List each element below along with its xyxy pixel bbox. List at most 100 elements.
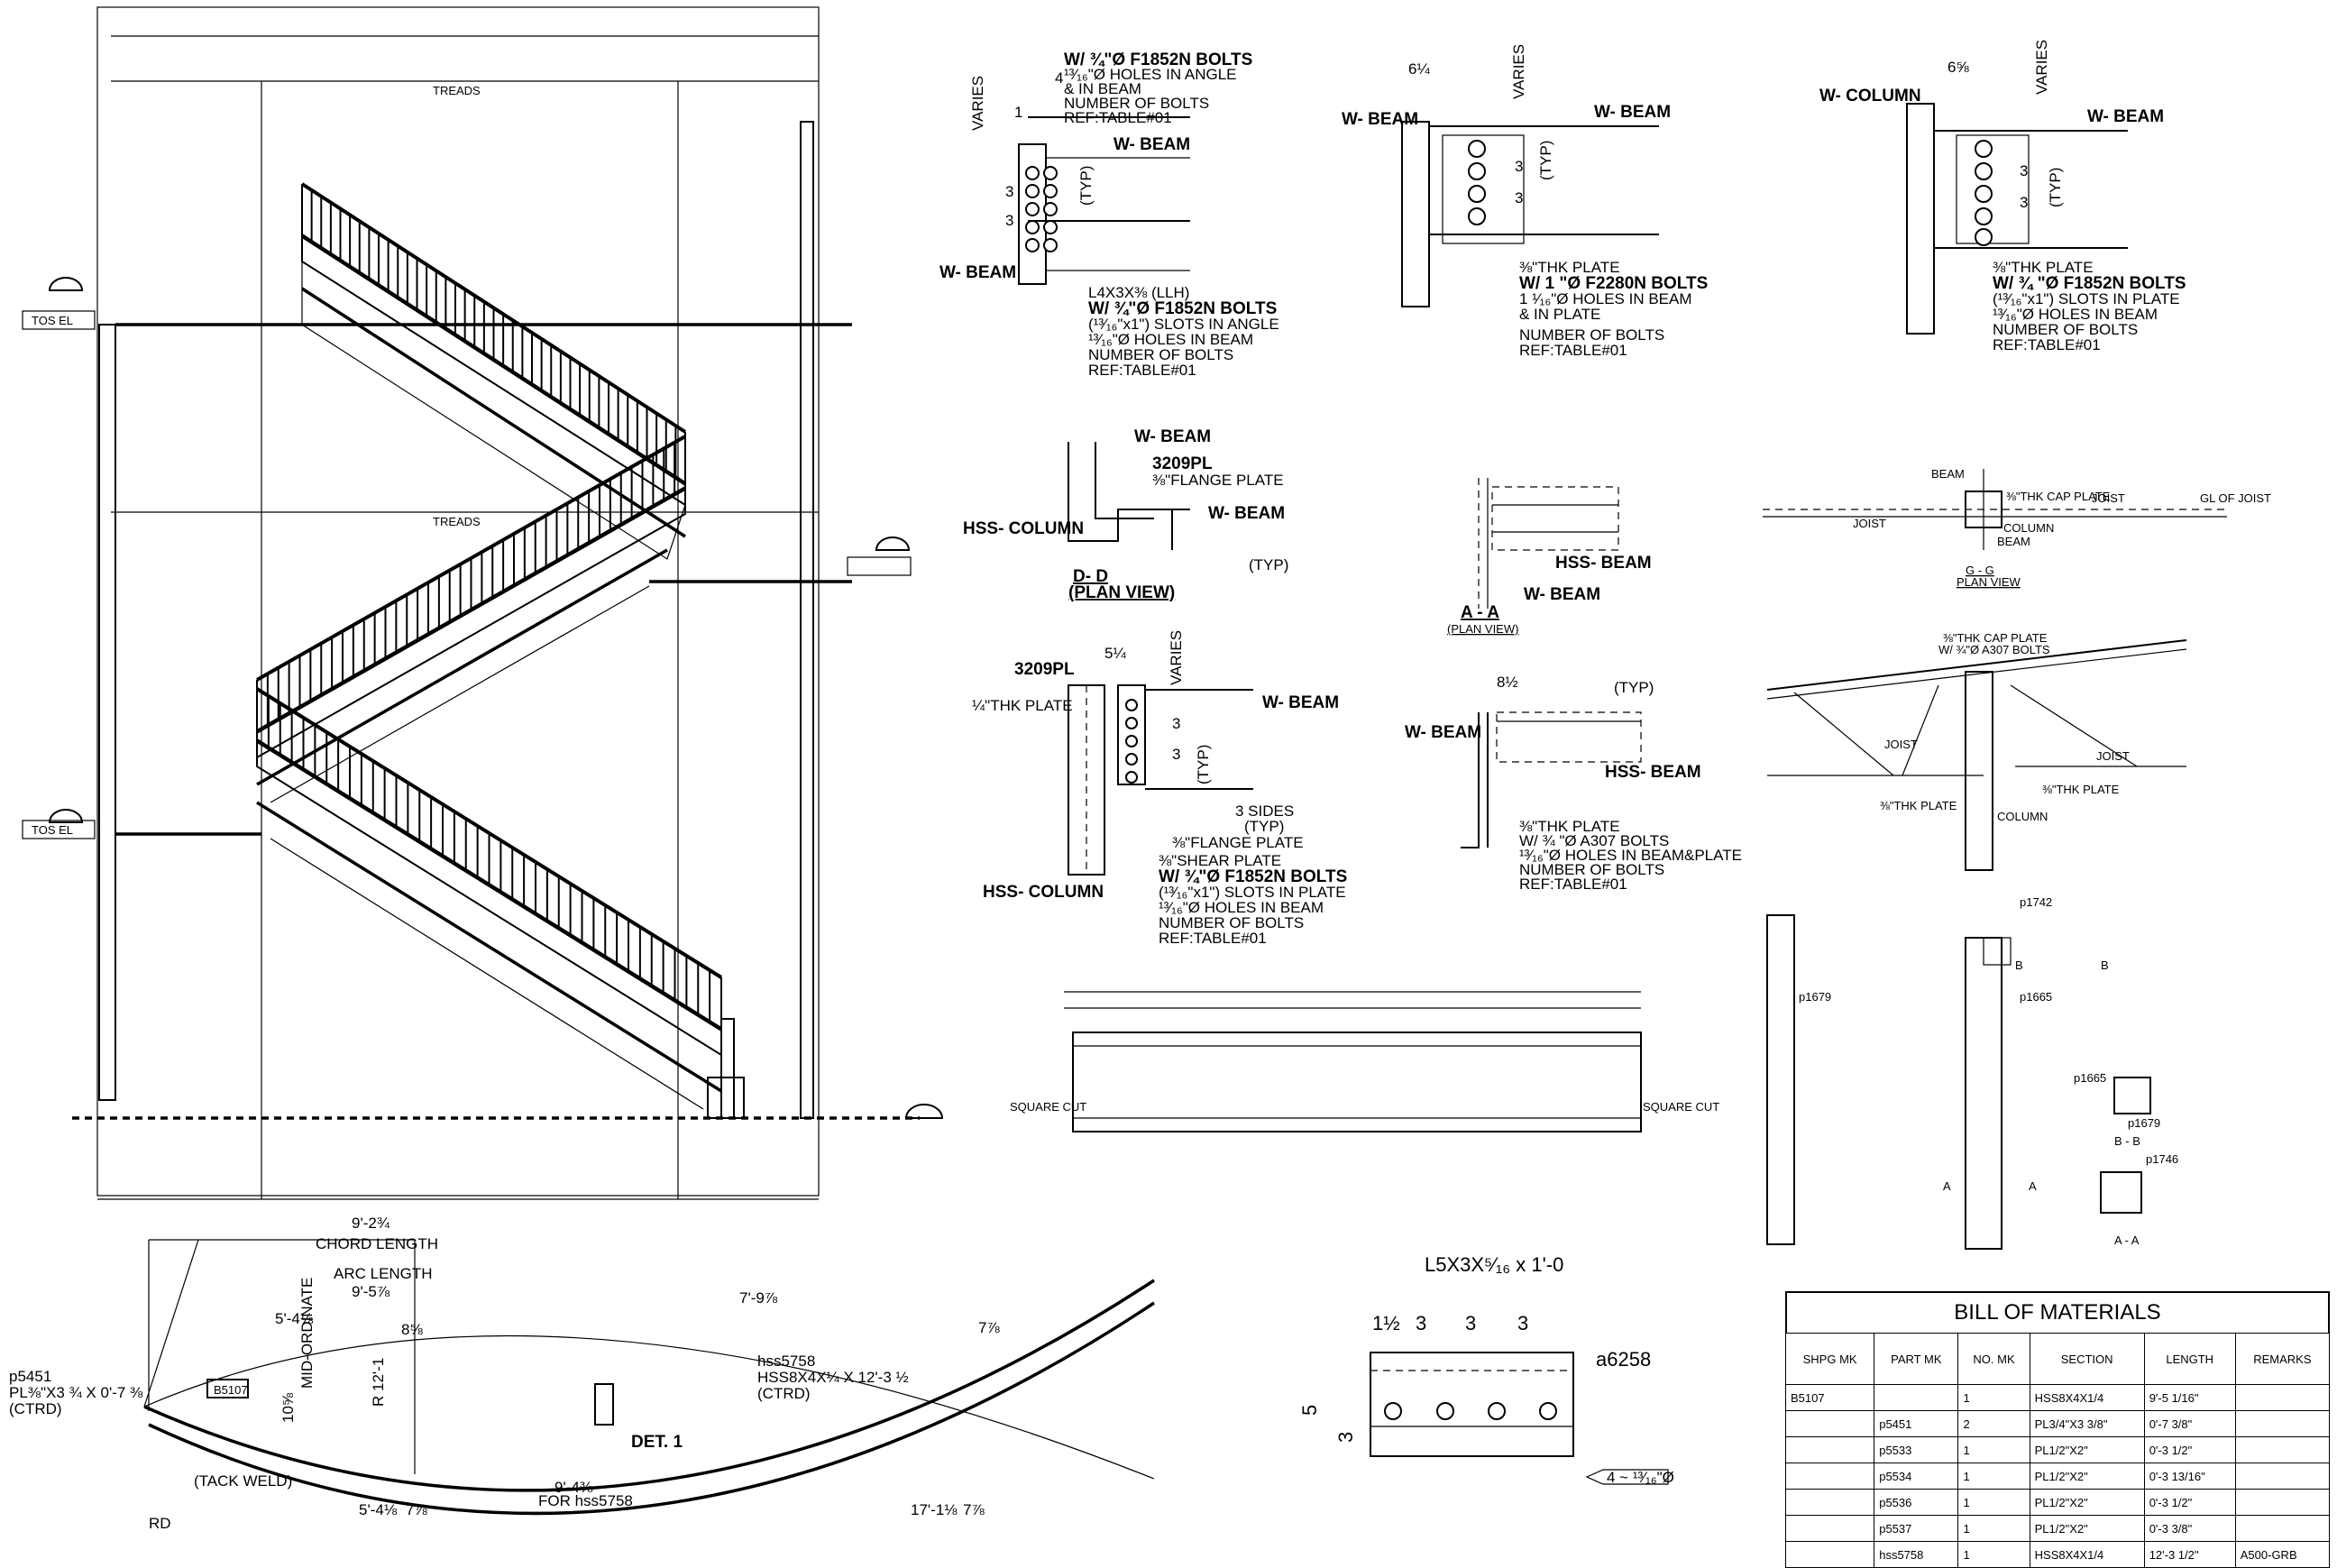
svg-text:A: A: [1943, 1179, 1951, 1193]
svg-text:ARC LENGTH: ARC LENGTH: [334, 1265, 433, 1282]
bom-cell: 9'-5 1/16": [2143, 1384, 2236, 1411]
svg-text:VARIES: VARIES: [1510, 44, 1527, 99]
svg-text:NUMBER OF BOLTS: NUMBER OF BOLTS: [1519, 861, 1664, 878]
svg-text:G - G: G - G: [1966, 564, 1994, 577]
svg-text:(CTRD): (CTRD): [757, 1385, 811, 1402]
svg-text:(¹³⁄₁₆"x1") SLOTS IN PLATE: (¹³⁄₁₆"x1") SLOTS IN PLATE: [1159, 884, 1346, 901]
svg-text:⅜"THK PLATE: ⅜"THK PLATE: [2042, 783, 2120, 796]
svg-text:W- COLUMN: W- COLUMN: [1819, 87, 1921, 105]
svg-text:FOR hss5758: FOR hss5758: [538, 1492, 633, 1509]
svg-text:HSS- COLUMN: HSS- COLUMN: [963, 519, 1084, 538]
bom-cell: [2234, 1515, 2331, 1542]
bom-cell: 1: [1957, 1541, 2030, 1568]
bom-cell: 1: [1957, 1463, 2030, 1490]
svg-text:⅜"THK PLATE: ⅜"THK PLATE: [1993, 259, 2094, 276]
bom-cell: [1874, 1384, 1959, 1411]
svg-text:NUMBER OF BOLTS: NUMBER OF BOLTS: [1088, 346, 1233, 363]
bom-cell: [2234, 1410, 2331, 1437]
bom-cell: 2: [1957, 1410, 2030, 1437]
bom-cell: 1: [1957, 1489, 2030, 1516]
svg-text:6⅝: 6⅝: [1948, 59, 1969, 76]
svg-text:p1665: p1665: [2074, 1071, 2106, 1085]
svg-text:W- BEAM: W- BEAM: [2087, 107, 2164, 126]
svg-text:p1679: p1679: [1799, 990, 1831, 1004]
bom-cell: A500-GRB: [2234, 1541, 2331, 1568]
table-row: B5107 1 HSS8X4X1/4 9'-5 1/16": [1784, 1384, 2331, 1411]
svg-text:W- BEAM: W- BEAM: [1594, 103, 1671, 122]
svg-text:7⅞: 7⅞: [978, 1319, 1000, 1336]
svg-text:(TYP): (TYP): [1244, 818, 1284, 835]
svg-text:JOIST: JOIST: [2096, 749, 2130, 763]
svg-text:VARIES: VARIES: [2033, 40, 2050, 95]
bill-of-materials-table: BILL OF MATERIALS SHPG MK PART MK NO. MK…: [1784, 1291, 2331, 1568]
svg-text:(¹³⁄₁₆"x1") SLOTS IN PLATE: (¹³⁄₁₆"x1") SLOTS IN PLATE: [1993, 290, 2180, 307]
svg-text:REF:TABLE#01: REF:TABLE#01: [1088, 362, 1196, 379]
svg-text:SQUARE CUT: SQUARE CUT: [1643, 1100, 1719, 1114]
curved-beam: 9'-2¾ CHORD LENGTH ARC LENGTH 9'-5⅞ 5'-4…: [9, 1215, 1155, 1532]
bom-header: NO. MK: [1957, 1333, 2030, 1385]
svg-text:1 ¹⁄₁₆"Ø HOLES IN BEAM: 1 ¹⁄₁₆"Ø HOLES IN BEAM: [1519, 290, 1692, 307]
svg-text:⅜"SHEAR PLATE: ⅜"SHEAR PLATE: [1159, 852, 1281, 869]
svg-text:3: 3: [1334, 1432, 1357, 1443]
svg-text:NUMBER OF BOLTS: NUMBER OF BOLTS: [1159, 914, 1304, 931]
svg-text:RD: RD: [149, 1515, 171, 1532]
table-row: p5536 1 PL1/2"X2" 0'-3 1/2": [1784, 1489, 2331, 1516]
svg-text:D- D: D- D: [1073, 567, 1108, 586]
svg-text:17'-1⅛: 17'-1⅛: [911, 1501, 958, 1518]
detail-beam-plate: W- BEAM W- BEAM VARIES (TYP) 6¼ 3 3 ⅜"TH…: [1342, 44, 1708, 359]
svg-text:hss5758: hss5758: [757, 1353, 815, 1370]
bom-cell: p5534: [1874, 1463, 1959, 1490]
svg-text:TOS EL: TOS EL: [32, 823, 73, 837]
bom-cell: [1784, 1489, 1875, 1516]
svg-text:W- BEAM: W- BEAM: [939, 263, 1016, 282]
svg-text:⅜"THK CAP PLATE: ⅜"THK CAP PLATE: [1943, 631, 2048, 645]
svg-text:W- BEAM: W- BEAM: [1405, 723, 1481, 742]
bom-cell: [1784, 1410, 1875, 1437]
bom-cell: 1: [1957, 1515, 2030, 1542]
svg-text:L4X3X⅜ (LLH): L4X3X⅜ (LLH): [1088, 284, 1189, 301]
svg-text:3209PL: 3209PL: [1014, 660, 1075, 679]
bom-header: SHPG MK: [1784, 1333, 1875, 1385]
svg-text:p1665: p1665: [2020, 990, 2052, 1004]
level-marker-mid: TOS EL: [22, 809, 96, 839]
bom-cell: p5533: [1874, 1436, 1959, 1463]
svg-text:(TYP): (TYP): [2047, 168, 2064, 207]
angle-detail: L5X3X⁵⁄₁₆ x 1'-0 1½ 3 3 3 5 3 a6258 4 ~ …: [1298, 1253, 1674, 1486]
svg-text:W/ ¾"Ø A307 BOLTS: W/ ¾"Ø A307 BOLTS: [1938, 643, 2050, 656]
svg-text:W/ ¾"Ø F1852N BOLTS: W/ ¾"Ø F1852N BOLTS: [1159, 867, 1347, 886]
bom-cell: [2234, 1436, 2331, 1463]
svg-text:¹³⁄₁₆"Ø HOLES IN BEAM&PLATE: ¹³⁄₁₆"Ø HOLES IN BEAM&PLATE: [1519, 847, 1742, 864]
svg-text:BEAM: BEAM: [1931, 467, 1965, 481]
detail-a-a: HSS- BEAM W- BEAM A - A (PLAN VIEW): [1447, 478, 1652, 636]
stair-elevation: TOS EL TOS EL TREADS TREADS: [22, 6, 944, 1200]
svg-text:TREADS: TREADS: [433, 84, 481, 97]
svg-text:3: 3: [1172, 715, 1180, 732]
bom-cell: PL1/2"X2": [2029, 1515, 2145, 1542]
level-marker-bottom: [904, 1104, 944, 1119]
bom-header: SECTION: [2029, 1333, 2145, 1385]
svg-text:PLAN VIEW: PLAN VIEW: [1957, 575, 2021, 589]
svg-text:9'-2¾: 9'-2¾: [352, 1215, 390, 1232]
svg-text:(PLAN VIEW): (PLAN VIEW): [1447, 622, 1518, 636]
svg-text:BEAM: BEAM: [1997, 535, 2030, 548]
svg-text:W- BEAM: W- BEAM: [1342, 110, 1418, 129]
svg-text:3209PL: 3209PL: [1152, 454, 1213, 473]
bom-header: LENGTH: [2143, 1333, 2236, 1385]
svg-text:¹³⁄₁₆"Ø HOLES IN BEAM: ¹³⁄₁₆"Ø HOLES IN BEAM: [1993, 306, 2158, 323]
table-row: p5533 1 PL1/2"X2" 0'-3 1/2": [1784, 1436, 2331, 1463]
svg-text:VARIES: VARIES: [969, 76, 986, 131]
svg-text:⅜"THK PLATE: ⅜"THK PLATE: [1880, 799, 1957, 812]
svg-text:NUMBER OF BOLTS: NUMBER OF BOLTS: [1993, 321, 2138, 338]
svg-text:REF:TABLE#01: REF:TABLE#01: [1519, 876, 1627, 893]
svg-text:JOIST: JOIST: [2092, 491, 2125, 505]
stair-flight-3: [256, 738, 745, 1119]
svg-text:(TYP): (TYP): [1537, 141, 1554, 180]
bom-cell: [1784, 1541, 1875, 1568]
bom-cell: p5451: [1874, 1410, 1959, 1437]
bom-cell: PL1/2"X2": [2029, 1436, 2145, 1463]
svg-text:COLUMN: COLUMN: [2003, 521, 2054, 535]
svg-text:p1746: p1746: [2146, 1152, 2178, 1166]
svg-text:7'-9⅞: 7'-9⅞: [739, 1289, 778, 1307]
svg-text:⅜"THK CAP PLATE: ⅜"THK CAP PLATE: [2006, 490, 2111, 503]
bom-title: BILL OF MATERIALS: [1785, 1291, 2330, 1333]
